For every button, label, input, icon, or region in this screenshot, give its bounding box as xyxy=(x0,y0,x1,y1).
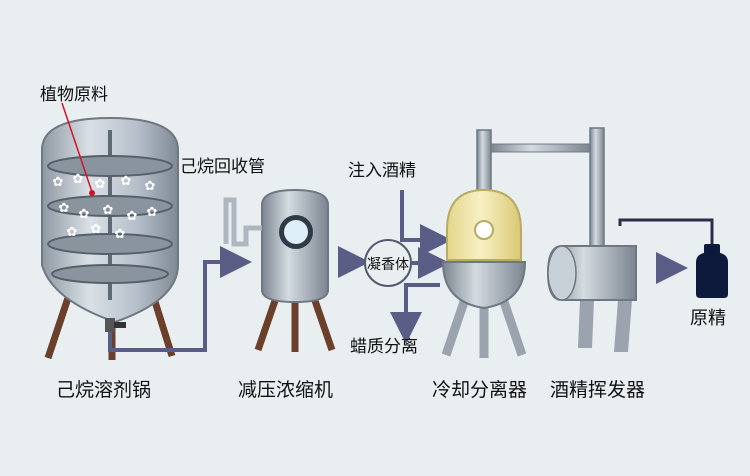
plant-material-flowers: ✿✿✿✿✿✿✿✿✿✿✿✿✿ xyxy=(53,172,158,242)
label-concrete: 凝香体 xyxy=(367,257,409,273)
stage-label-hexane-kettle: 己烷溶剂锅 xyxy=(56,379,151,401)
separator-leg-left xyxy=(441,294,471,357)
concentrator-leg-right xyxy=(308,290,336,352)
evaporator-leg-right xyxy=(614,300,632,352)
kettle-valve-handle xyxy=(114,322,126,328)
plant-material-pointer xyxy=(61,102,93,193)
flower-icon: ✿ xyxy=(79,207,90,222)
alcohol-evaporator xyxy=(546,127,714,352)
evaporator-column xyxy=(589,127,605,249)
absolute-bottle xyxy=(696,244,728,298)
flower-icon: ✿ xyxy=(145,179,156,194)
label-hexane-recovery-pipe: 己烷回收管 xyxy=(180,157,265,177)
evaporator-drum-end xyxy=(547,245,577,301)
flower-icon: ✿ xyxy=(115,227,126,242)
stage-label-concentrator: 减压浓缩机 xyxy=(238,379,333,401)
kettle-tray-2 xyxy=(47,195,173,217)
separator-column xyxy=(476,129,492,193)
vacuum-concentrator xyxy=(223,188,336,352)
concrete-bubble xyxy=(364,239,412,287)
flower-icon: ✿ xyxy=(73,172,84,187)
arrow-wax-separation xyxy=(390,283,440,344)
label-wax-separation: 蜡质分离 xyxy=(350,337,418,357)
flower-icon: ✿ xyxy=(67,225,78,240)
stage-label-cooling-separator: 冷却分离器 xyxy=(432,379,527,401)
concentrator-leg-left xyxy=(254,290,282,352)
label-absolute: 原精 xyxy=(690,308,726,329)
plant-material-pointer-dot xyxy=(89,190,95,196)
flower-icon: ✿ xyxy=(147,205,158,220)
hexane-recovery-pipe xyxy=(223,197,262,247)
evaporator-outlet-pipe xyxy=(618,218,714,248)
kettle-leg-left xyxy=(44,290,74,360)
kettle-tray-1 xyxy=(47,155,173,177)
stage-label-alcohol-evaporator: 酒精挥发器 xyxy=(550,379,645,401)
evaporator-leg-left xyxy=(578,300,594,348)
flower-icon: ✿ xyxy=(121,174,132,189)
bottle-cap xyxy=(704,244,720,254)
flower-icon: ✿ xyxy=(59,201,70,216)
kettle-tray-3 xyxy=(47,233,173,255)
hexane-solvent-kettle: ✿✿✿✿✿✿✿✿✿✿✿✿✿ xyxy=(41,102,179,360)
kettle-outlet-valve xyxy=(105,318,115,332)
arrow-inject-alcohol xyxy=(400,190,452,256)
flower-icon: ✿ xyxy=(95,177,106,192)
label-inject-alcohol: 注入酒精 xyxy=(348,161,416,181)
separator-leg-right xyxy=(497,294,527,357)
kettle-tray-4 xyxy=(51,264,169,284)
flower-icon: ✿ xyxy=(53,175,64,190)
flower-icon: ✿ xyxy=(103,203,114,218)
cooling-separator xyxy=(441,129,527,358)
concentrator-window xyxy=(284,220,308,244)
pipe-kettle-to-concentrator xyxy=(108,246,252,352)
label-plant-material: 植物原料 xyxy=(40,85,108,105)
separator-sight-glass xyxy=(474,220,494,240)
separator-lower-bowl xyxy=(441,261,527,310)
flower-icon: ✿ xyxy=(127,209,138,224)
flower-icon: ✿ xyxy=(91,222,102,237)
bottle-body xyxy=(696,252,728,298)
separator-to-evaporator-pipe xyxy=(490,143,592,153)
